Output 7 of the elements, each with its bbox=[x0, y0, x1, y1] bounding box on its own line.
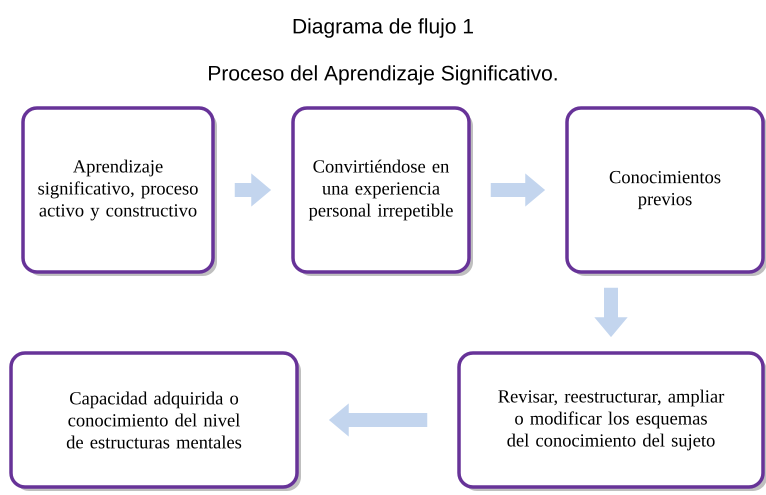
process-box: Revisar, reestructurar, ampliar o modificar los esquemas del conocimiento del sujeto bbox=[457, 351, 765, 489]
subtitle: Proceso del Aprendizaje Significativo. bbox=[209, 65, 557, 85]
process-box: Convirtiéndose en una experiencia personal irrepetible bbox=[291, 106, 471, 274]
process-box: Capacidad adquirida o conocimiento del nivel de estructuras mentales bbox=[9, 351, 299, 489]
process-box: Aprendizaje significativo, proceso activo y constructivo bbox=[21, 106, 215, 274]
title: Diagrama de flujo 1 bbox=[294, 18, 473, 38]
process-box: Conocimientos previos bbox=[565, 106, 765, 274]
